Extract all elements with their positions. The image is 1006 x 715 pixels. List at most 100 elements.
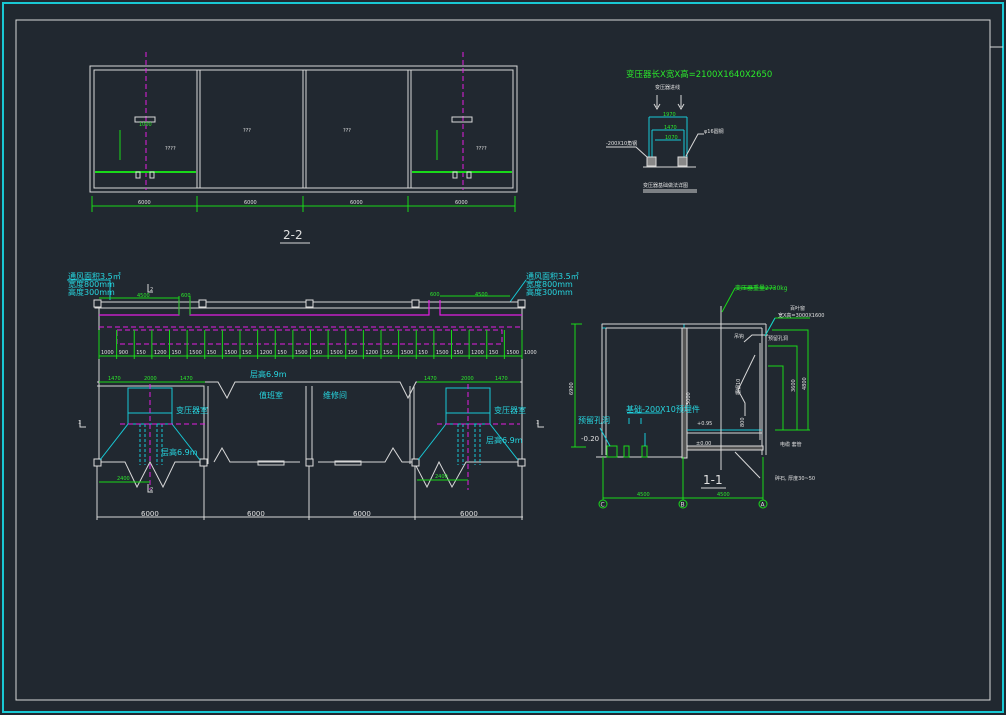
vent-note: 通风面积3.5㎡ <box>526 271 579 281</box>
plan-2-2: ???? ??? ??? ???? 1000 6000 6000 6000 60… <box>89 52 518 244</box>
height-dim: 3000 <box>686 392 692 405</box>
detail-caption: 变压器基础做法详图 <box>643 182 688 189</box>
dim-text: 1470 <box>664 125 677 131</box>
room-label: 变压器室 <box>494 405 526 415</box>
arrow-label: 变压器进线 <box>655 84 680 91</box>
room-label: 值班室 <box>259 390 283 400</box>
round-steel-label: φ16圆钢 <box>704 128 724 135</box>
dim-text: 1070 <box>665 135 678 141</box>
dim-text: 1470 <box>495 376 508 382</box>
dim-text: 2400 <box>435 474 448 480</box>
dim-text: 150 <box>313 350 323 356</box>
dim-text: 1200 <box>260 350 273 356</box>
note-label: 预留孔洞 <box>768 335 788 342</box>
level-label: +0.95 <box>697 421 712 427</box>
dim-text: 150 <box>383 350 393 356</box>
axis-label: A <box>761 502 766 509</box>
hook-label: 吊钩 <box>734 333 744 340</box>
cable-label: 电缆 套管 <box>780 441 802 448</box>
floor-height-label: 层高6.9m <box>161 447 198 457</box>
height-dim: 4800 <box>802 377 808 390</box>
room-label: 维修间 <box>323 390 347 400</box>
dim-text: 4500 <box>717 492 730 498</box>
louver-label: 百叶窗 <box>790 305 805 312</box>
dim-text: 1500 <box>295 350 308 356</box>
section-title: 2-2 <box>283 228 303 242</box>
dim-text: 6000 <box>350 200 363 206</box>
dim-text: 150 <box>242 350 252 356</box>
dim-text: 1000 <box>524 350 537 356</box>
dim-text: 1500 <box>436 350 449 356</box>
axis-label: C <box>601 502 605 509</box>
vent-note: 高度300mm <box>68 287 115 297</box>
level-label: ±0.00 <box>696 441 711 447</box>
dim-text: 150 <box>136 350 146 356</box>
room-label: ??? <box>343 128 351 134</box>
dim-text: 1970 <box>663 112 676 118</box>
height-dim: 3600 <box>791 379 797 392</box>
room-label: ???? <box>165 146 176 152</box>
dim-text: 1200 <box>154 350 167 356</box>
dim-text: 6000 <box>247 510 265 518</box>
dim-text: 150 <box>348 350 358 356</box>
dim-text: 600 <box>181 293 191 299</box>
axis-label: B <box>681 502 685 509</box>
drawing-frame <box>15 19 991 701</box>
dim-text: 600 <box>430 292 440 298</box>
dim-text: 1500 <box>330 350 343 356</box>
dim-text: 150 <box>489 350 499 356</box>
dim-text: 2000 <box>144 376 157 382</box>
rail-label: 槽钢10 <box>735 379 742 395</box>
dim-text: 4500 <box>637 492 650 498</box>
floor-height-label: 层高6.9m <box>250 369 287 379</box>
vent-note: 宽度800mm <box>526 279 573 289</box>
dim-text: 1200 <box>365 350 378 356</box>
dim-text: 1200 <box>471 350 484 356</box>
transformer-size-note: 变压器长X宽X高=2100X1640X2650 <box>626 69 772 80</box>
section-mark: 1 <box>78 420 81 426</box>
angle-steel-label: -200X10角钢 <box>606 140 637 147</box>
dim-text: 1470 <box>180 376 193 382</box>
section-mark: 1 <box>536 420 539 426</box>
height-dim: 6900 <box>569 382 575 395</box>
note-label: 预留孔洞 <box>578 415 610 425</box>
dim-text: 1470 <box>108 376 121 382</box>
section-title: 1-1 <box>703 473 723 487</box>
dim-text: 6000 <box>141 510 159 518</box>
dim-text: 150 <box>207 350 217 356</box>
vent-note: 通风面积3.5㎡ <box>68 271 121 281</box>
dim-text: 6000 <box>244 200 257 206</box>
dim-text: 1500 <box>506 350 519 356</box>
dim-text: 6000 <box>138 200 151 206</box>
room-label: 变压器室 <box>176 405 208 415</box>
dim-text: 1000 <box>139 122 152 128</box>
floor-height-label: 层高6.9m <box>486 435 523 445</box>
dim-text: 6000 <box>460 510 478 518</box>
door-dim: 800 <box>740 417 746 427</box>
dim-text: 1000 <box>101 350 114 356</box>
vent-note: 宽度800mm <box>68 279 115 289</box>
note-label: 基础-200X10预埋件 <box>626 404 700 414</box>
dim-text: 150 <box>454 350 464 356</box>
dim-text: 4500 <box>137 293 150 299</box>
dim-text: 6000 <box>455 200 468 206</box>
section-mark: 2 <box>150 287 153 293</box>
dim-text: 150 <box>418 350 428 356</box>
section-1-1: 变压器重量2730kg 百叶窗 宽X高=3000X1600 吊钩 预留孔洞 电缆… <box>569 284 825 509</box>
dim-text: 6000 <box>353 510 371 518</box>
room-label: ??? <box>243 128 251 134</box>
dim-text: 150 <box>277 350 287 356</box>
level-label: -0.20 <box>581 435 599 443</box>
dim-text: 1500 <box>224 350 237 356</box>
dim-text: 1500 <box>401 350 414 356</box>
dim-text: 900 <box>119 350 129 356</box>
louver-size-label: 宽X高=3000X1600 <box>778 312 825 319</box>
main-floor-plan: 通风面积3.5㎡ 宽度800mm 高度300mm 通风面积3.5㎡ 宽度800m… <box>67 271 579 520</box>
transformer-foundation-detail: 变压器长X宽X高=2100X1640X2650 变压器进线 1970 1470 … <box>606 69 772 193</box>
dim-text: 4500 <box>475 292 488 298</box>
vent-note: 高度300mm <box>526 287 573 297</box>
dim-text: 2000 <box>461 376 474 382</box>
dim-text: 2400 <box>117 476 130 482</box>
